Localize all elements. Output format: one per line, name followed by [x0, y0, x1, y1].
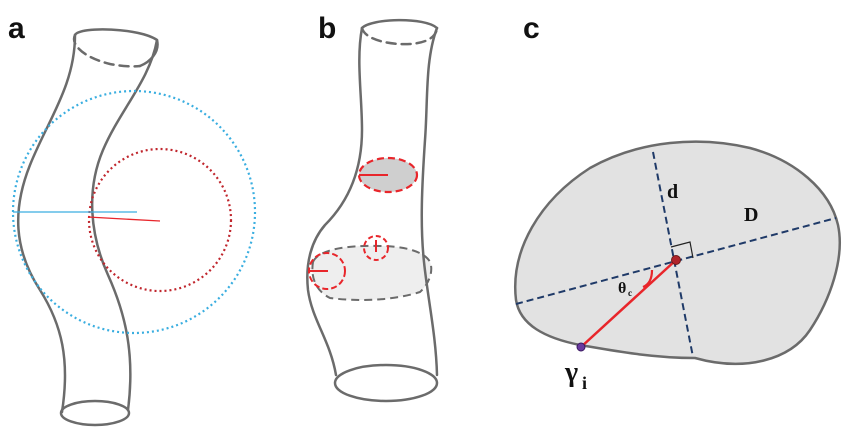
gamma-point — [576, 342, 586, 352]
red-dotted-circle — [87, 147, 233, 293]
small-inscribed-circle — [363, 235, 389, 261]
red-radius-line — [87, 216, 161, 222]
lumen-cross-section — [513, 140, 841, 365]
label-gamma-i: γ i — [564, 357, 587, 393]
stenosis-region-lower — [311, 244, 433, 301]
theta-arc — [642, 269, 654, 289]
vessel-a-right-wall — [90, 38, 159, 412]
right-angle-marker — [670, 241, 694, 259]
label-d: d — [667, 181, 678, 203]
panel-a: a — [8, 12, 257, 427]
label-gamma-sub: i — [582, 373, 587, 393]
blue-dotted-circle — [11, 89, 257, 335]
vessel-a-left-wall — [16, 33, 77, 414]
vessel-b-left-wall — [306, 26, 364, 377]
label-gamma: γ — [564, 357, 578, 388]
label-theta: θ — [618, 280, 626, 297]
panel-b-letter: b — [318, 12, 336, 45]
panel-c: c d D θ c γ i — [513, 12, 841, 393]
vessel-b-top-rim — [360, 18, 439, 30]
vessel-b-top-rim-dashed — [360, 26, 439, 46]
medium-inscribed-circle — [308, 252, 346, 290]
vessel-a-bottom-rim — [59, 399, 131, 427]
panel-b: b — [306, 12, 439, 403]
vessel-b-bottom-rim — [333, 363, 439, 403]
panel-a-letter: a — [8, 12, 25, 45]
label-D: D — [744, 204, 758, 226]
vessel-b-right-wall — [420, 26, 439, 377]
vessel-a-top-rim-dashed — [72, 33, 142, 68]
label-theta-sub: c — [628, 288, 632, 298]
vessel-a-top-rim — [73, 28, 159, 68]
panel-c-letter: c — [523, 12, 540, 45]
center-point — [671, 255, 681, 265]
red-radius-gamma — [580, 259, 677, 348]
minor-axis-d — [652, 151, 694, 358]
label-theta-c: θ c — [618, 280, 632, 298]
